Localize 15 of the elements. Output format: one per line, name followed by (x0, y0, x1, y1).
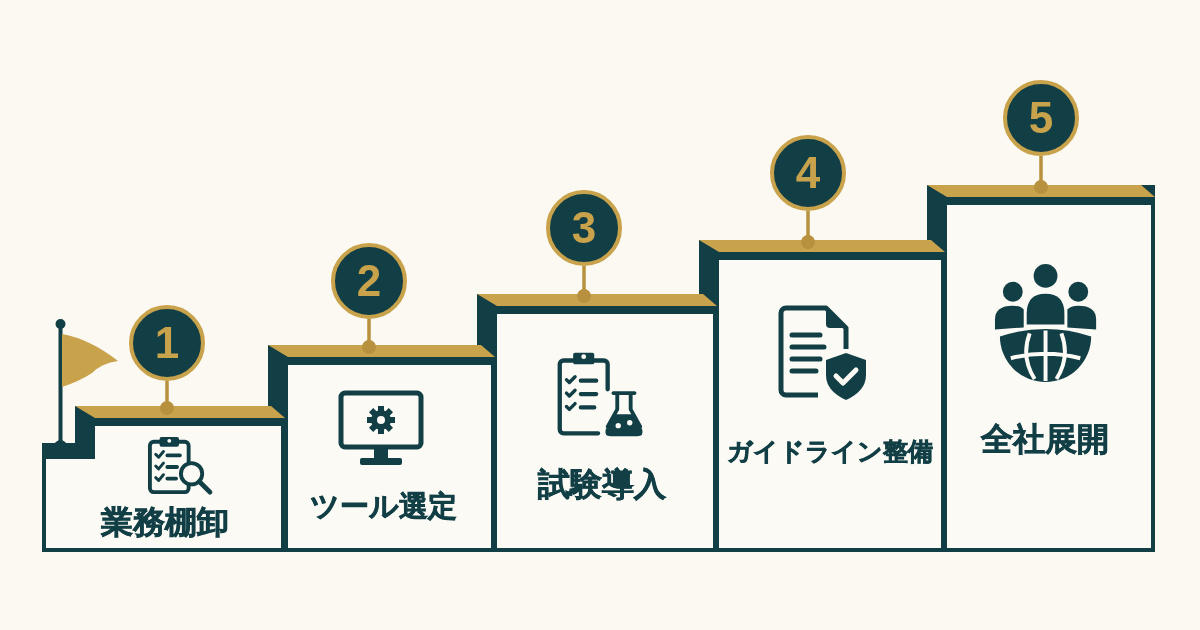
pin-connector (160, 381, 174, 415)
step-number: 5 (1028, 96, 1054, 140)
pin-connector (362, 319, 376, 354)
step-number: 4 (795, 151, 821, 195)
step-label: 試験導入 (538, 467, 666, 503)
step-label: 全社展開 (981, 422, 1109, 458)
pin-connector (801, 211, 815, 249)
pin-connector (577, 266, 591, 303)
step-number: 3 (571, 206, 597, 250)
pin-connector (1034, 156, 1048, 194)
step-label: 業務棚卸 (101, 505, 229, 541)
step-number: 2 (356, 259, 382, 303)
step-label: ガイドライン整備 (727, 438, 933, 466)
step-number: 1 (154, 321, 180, 365)
step-label: ツール選定 (309, 491, 457, 523)
